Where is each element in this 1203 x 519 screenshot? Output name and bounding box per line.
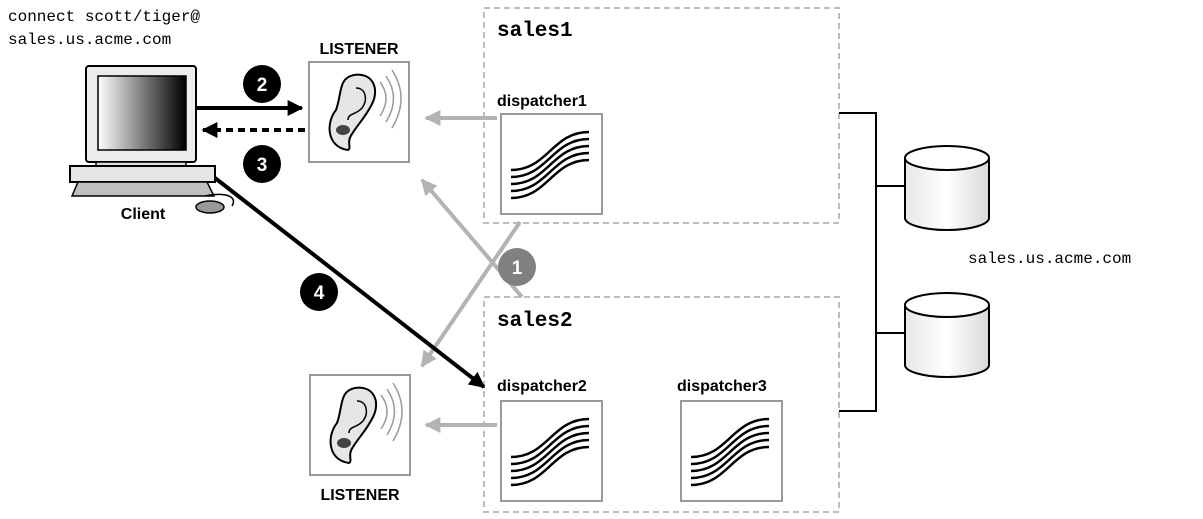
sales1-instance-box <box>483 7 840 224</box>
direct-dispatcher-arrow <box>213 176 486 389</box>
dispatcher3-label: dispatcher3 <box>677 378 767 395</box>
client-computer-icon <box>69 65 235 214</box>
svg-text:3: 3 <box>257 155 268 176</box>
database-connector <box>839 112 905 412</box>
dispatcher-icon <box>500 400 603 502</box>
database-icon <box>904 292 990 378</box>
connect-string-line-2: sales.us.acme.com <box>8 31 171 49</box>
dispatcher2-label: dispatcher2 <box>497 378 587 395</box>
database-label: sales.us.acme.com <box>968 250 1131 268</box>
svg-text:1: 1 <box>512 258 523 279</box>
connect-string-line-1: connect scott/tiger@ <box>8 8 200 26</box>
step-badge-1: 1 <box>498 248 536 286</box>
sales2-instance-name: sales2 <box>497 310 573 333</box>
dispatcher1-label: dispatcher1 <box>497 93 587 110</box>
sales1-instance-name: sales1 <box>497 20 573 43</box>
step-badge-3: 3 <box>243 145 281 183</box>
svg-text:4: 4 <box>314 283 325 304</box>
dispatcher-icon <box>500 113 603 215</box>
listener-top-label: LISTENER <box>319 41 399 58</box>
step-badge-4: 4 <box>300 273 338 311</box>
dispatcher-icon <box>680 400 783 502</box>
database-icon <box>904 145 990 231</box>
step-badge-2: 2 <box>243 65 281 103</box>
client-label: Client <box>121 206 166 223</box>
listener-icon <box>309 374 411 476</box>
svg-text:2: 2 <box>257 75 268 96</box>
sales2-instance-box <box>483 296 840 513</box>
listener-icon <box>308 61 410 163</box>
listener-bottom-label: LISTENER <box>320 487 400 504</box>
